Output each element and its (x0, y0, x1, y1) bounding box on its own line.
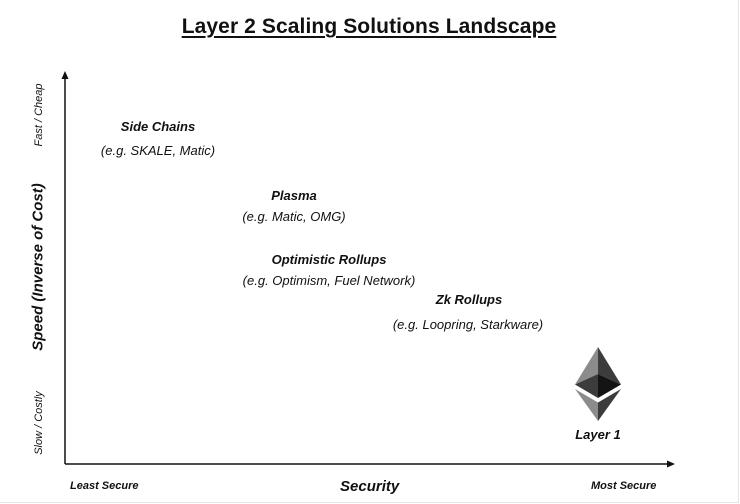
solution-name: Zk Rollups (435, 292, 503, 307)
x-axis-title: Security (340, 478, 400, 495)
solution-name: Optimistic Rollups (271, 252, 387, 267)
solution-optimistic-rollups: Optimistic Rollups (e.g. Optimism, Fuel … (209, 252, 449, 288)
solution-example: (e.g. Optimism, Fuel Network) (242, 273, 416, 288)
y-axis-arrowhead (61, 71, 69, 79)
solution-example: (e.g. Matic, OMG) (242, 209, 346, 224)
y-axis-bottom-label: Slow / Costly (33, 391, 45, 455)
solution-example: (e.g. Loopring, Starkware) (392, 317, 544, 332)
ethereum-logo-icon (575, 347, 621, 421)
y-axis-title: Speed (Inverse of Cost) (29, 183, 47, 351)
diagram-title: Layer 2 Scaling Solutions Landscape (181, 15, 557, 38)
x-axis-left-label: Least Secure (70, 480, 139, 492)
x-axis-right-label: Most Secure (591, 480, 657, 492)
y-axis-top-label: Fast / Cheap (33, 83, 45, 147)
solution-name: Plasma (271, 188, 317, 203)
solution-name: Side Chains (120, 119, 196, 134)
solution-zk-rollups: Zk Rollups (e.g. Loopring, Starkware) (368, 292, 568, 332)
solution-plasma: Plasma (e.g. Matic, OMG) (194, 188, 394, 224)
solution-side-chains: Side Chains (e.g. SKALE, Matic) (58, 119, 258, 158)
x-axis-arrowhead (667, 460, 675, 468)
solution-example: (e.g. SKALE, Matic) (100, 143, 216, 158)
layer1-label: Layer 1 (575, 427, 621, 442)
